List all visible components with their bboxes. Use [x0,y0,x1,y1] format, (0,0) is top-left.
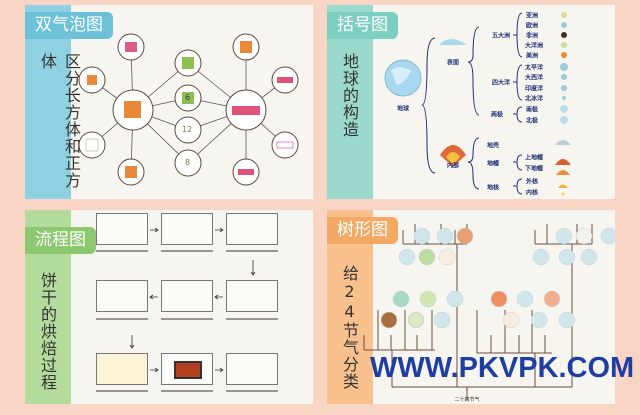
step-caption [226,318,278,320]
faces-count: 6 [185,93,191,102]
pole-item: 南极 [525,106,539,114]
panel-title: 区分长方体和正方体 [38,53,81,189]
panel-tab: 双气泡图 [25,12,113,39]
step-image [226,353,278,385]
flow-arrows [129,227,256,373]
step-image [161,353,213,385]
wave-edge [63,5,70,199]
oceans-group: 四大洋 [491,79,511,87]
step-caption [161,390,213,392]
ocean-item: 印度洋 [524,85,544,93]
tree-root-label: 二十四节气 [454,397,480,403]
wave-edge [63,210,70,404]
continent-item: 大洋洲 [524,42,544,50]
bubble-diagram [78,33,299,186]
panel-tab: 括号图 [327,12,398,39]
brace-diagram [384,12,571,196]
step-caption [96,250,148,252]
mantle-item: 下地幔 [524,165,544,173]
ocean-item: 北冰洋 [524,95,544,103]
core-label: 地核 [486,184,500,192]
brace-map-panel: 括号图 地球的构造 地球 表面 内部 五大洲 四大洋 两极 地壳 地幔 地核 亚… [327,5,615,199]
poles-group: 两极 [490,111,504,119]
bubble-map-panel: 双气泡图 区分长方体和正方体 6 12 8 [25,5,313,199]
continent-item: 欧洲 [525,22,539,30]
panel-tab: 流程图 [25,227,96,254]
vertices-count: 8 [185,158,191,167]
ocean-item: 大西洋 [524,74,544,82]
step-image [161,213,213,245]
panel-title: 给24节气分类 [340,265,359,390]
mantle-label: 地幔 [486,160,500,168]
step-caption [161,318,213,320]
step-caption [161,250,213,252]
earth-label: 地球 [396,105,410,113]
step-caption [226,250,278,252]
flow-map-panel: 流程图 饼干的烘焙过程 [25,210,313,404]
continents-group: 五大洲 [491,32,511,40]
step-image [226,213,278,245]
watermark: WWW.PKVPK.COM [370,352,635,384]
surface-label: 表面 [446,59,460,67]
panel-title: 地球的构造 [340,53,359,138]
tree-diagram [363,224,615,400]
panel-title: 饼干的烘焙过程 [38,272,57,391]
step-caption [96,390,148,392]
continent-item: 亚洲 [525,12,539,20]
step-image [226,280,278,312]
step-image [96,280,148,312]
continent-item: 美洲 [525,52,539,60]
step-caption [96,318,148,320]
step-image [161,280,213,312]
step-caption [226,390,278,392]
wave-edge [365,210,372,404]
step-image [96,353,148,385]
pole-item: 北极 [525,117,539,125]
ocean-item: 太平洋 [524,64,544,72]
panel-tab: 树形图 [327,217,398,244]
tree-map-panel: 树形图 给24节气分类 二十四节气 [327,210,615,404]
edges-count: 12 [182,125,193,134]
wave-edge [365,5,372,199]
crust-label: 地壳 [486,142,500,150]
core-item: 内核 [525,189,539,197]
continent-item: 非洲 [525,32,539,40]
core-item: 外核 [525,178,539,186]
mantle-item: 上地幔 [524,154,544,162]
step-image [96,213,148,245]
interior-label: 内部 [446,162,460,170]
